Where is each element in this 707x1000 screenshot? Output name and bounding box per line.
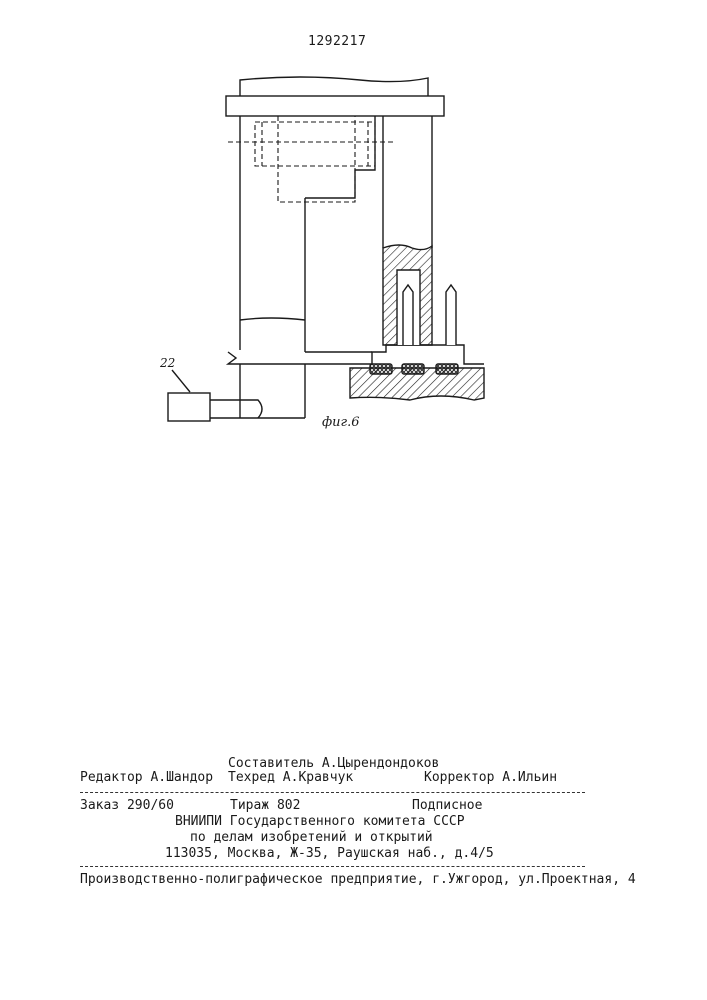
callout-22: 22 xyxy=(160,356,175,370)
subscription: Подписное xyxy=(412,798,482,813)
printer: Производственно-полиграфическое предприя… xyxy=(80,872,636,887)
top-cap xyxy=(240,77,428,96)
compiler: Составитель А.Цырендондоков xyxy=(228,756,439,771)
component-22 xyxy=(168,393,210,421)
seal xyxy=(436,364,458,374)
org-line-3: 113035, Москва, Ж-35, Раушская наб., д.4… xyxy=(165,846,494,861)
pin xyxy=(446,285,456,345)
org-line-1: ВНИИПИ Государственного комитета СССР xyxy=(175,814,465,829)
divider xyxy=(80,792,585,793)
editor: Редактор А.Шандор xyxy=(80,770,213,785)
divider xyxy=(80,866,585,867)
order: Заказ 290/60 xyxy=(80,798,174,813)
seal xyxy=(402,364,424,374)
corrector: Корректор А.Ильин xyxy=(424,770,557,785)
top-plate xyxy=(226,96,444,116)
seal xyxy=(370,364,392,374)
techred: Техред А.Кравчук xyxy=(228,770,353,785)
pin xyxy=(403,285,413,345)
hidden-lines xyxy=(228,116,395,202)
org-line-2: по делам изобретений и открытий xyxy=(190,830,433,845)
figure-label: фиг.6 xyxy=(322,415,360,430)
circulation: Тираж 802 xyxy=(230,798,300,813)
